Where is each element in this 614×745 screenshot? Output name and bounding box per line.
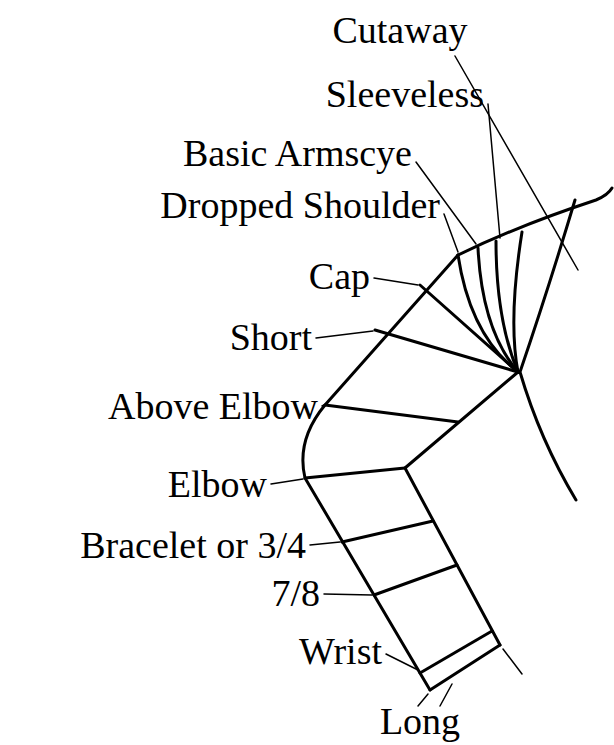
sleeve-label: Above Elbow [108, 384, 318, 428]
shoulder-line [458, 188, 612, 255]
sleeve-label: Short [230, 315, 312, 359]
leader-line [322, 405, 324, 406]
sleeve-label: Bracelet or 3/4 [80, 523, 306, 567]
leader-line [488, 104, 500, 238]
inner-arm-line [405, 372, 518, 645]
body-side-line [520, 200, 576, 500]
leader-line [444, 214, 458, 252]
sleeve-label: Cutaway [332, 8, 467, 52]
sleeve-label: Cap [309, 254, 370, 298]
long-line [430, 645, 500, 690]
above-elbow-line [325, 405, 458, 422]
short-line [375, 330, 518, 372]
leader-line [386, 654, 418, 670]
bracelet-line [342, 521, 433, 542]
outer-arm-line [303, 255, 458, 690]
wrist-line [420, 631, 492, 673]
sleeve-label: 7/8 [271, 571, 320, 615]
leader-line [271, 479, 303, 484]
sleeve-label: Elbow [168, 462, 267, 506]
leader-line [324, 594, 372, 595]
leader-line [374, 278, 418, 285]
sleeve-label: Dropped Shoulder [160, 183, 440, 227]
cutaway-line [514, 232, 522, 372]
leader-line [503, 649, 522, 674]
leader-line [316, 331, 373, 338]
sleeve-label: Wrist [299, 629, 382, 673]
sleeve-label: Long [380, 699, 460, 743]
elbow-line [305, 468, 405, 478]
seven-eighths-line [374, 565, 457, 595]
leader-line [310, 542, 340, 545]
sleeve-label: Basic Armscye [183, 131, 412, 175]
sleeve-label: Sleeveless [326, 72, 484, 116]
